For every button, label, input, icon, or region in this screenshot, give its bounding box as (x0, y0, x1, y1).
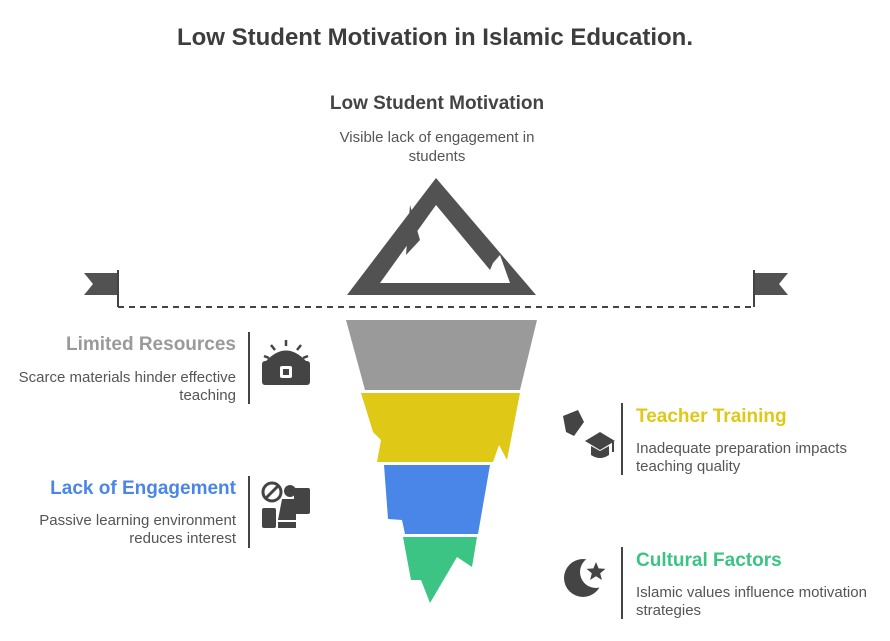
cultural-factors-description: Islamic values influence motivation stra… (636, 584, 867, 619)
right-flag-icon (753, 270, 788, 307)
layer-cultural-factors (403, 537, 477, 603)
leader-bar-limited-resources (248, 332, 250, 404)
leader-bar-teacher-training (621, 403, 623, 475)
teacher-training-label: Teacher Training (636, 406, 787, 427)
graduation-cap-icon (563, 410, 615, 458)
limited-resources-description: Scarce materials hinder effective teachi… (18, 369, 236, 404)
layer-lack-of-engagement (384, 465, 490, 534)
teacher-training-description: Inadequate preparation impacts teaching … (636, 440, 847, 475)
layer-limited-resources (346, 320, 537, 390)
mountain-peak-icon (347, 178, 536, 295)
cultural-factors-label: Cultural Factors (636, 550, 782, 571)
peak-label: Low Student Motivation (329, 93, 545, 114)
lack-of-engagement-label: Lack of Engagement (50, 478, 236, 499)
disengaged-student-icon (261, 481, 310, 528)
leader-bar-lack-of-engagement (248, 476, 250, 548)
page-title: Low Student Motivation in Islamic Educat… (176, 24, 694, 51)
leader-bar-cultural-factors (621, 547, 623, 619)
crescent-star-icon (564, 556, 612, 597)
left-flag-icon (84, 270, 119, 307)
lack-of-engagement-description: Passive learning environment reduces int… (39, 512, 236, 547)
treasure-chest-icon (262, 340, 310, 385)
limited-resources-label: Limited Resources (66, 334, 236, 355)
peak-description: Visible lack of engagement in students (339, 129, 535, 165)
layer-teacher-training (361, 393, 520, 462)
